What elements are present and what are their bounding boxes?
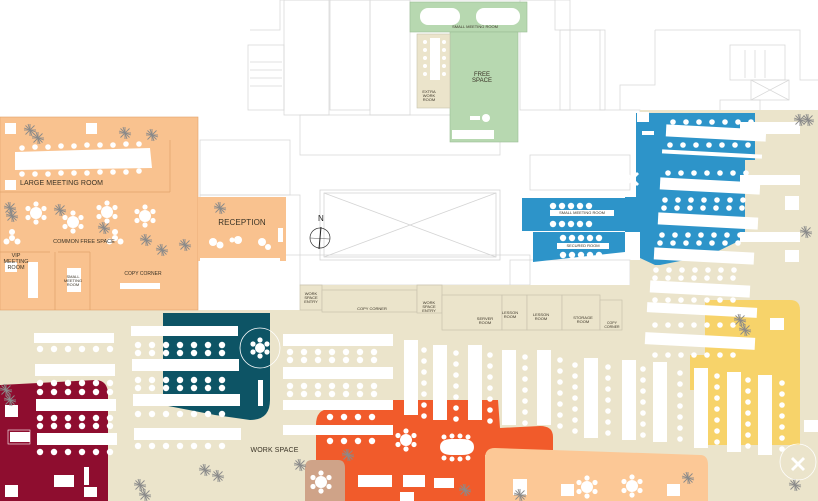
label-small-meeting-room-top: SMALL MEETING ROOM	[452, 24, 498, 29]
label-large-meeting-room: LARGE MEETING ROOM	[20, 180, 104, 187]
label-common-free-space: COMMON FREE SPACE	[53, 239, 115, 245]
label-work-space: WORK SPACE	[250, 447, 299, 454]
service-rooms	[299, 284, 623, 331]
label-work-space-entry-1: WORK SPACE ENTRY	[304, 291, 318, 305]
desk-rows-left	[34, 326, 393, 445]
large-meeting-table	[5, 123, 152, 190]
desk-columns-center	[404, 340, 772, 455]
north-compass: N	[306, 214, 338, 254]
label-lesson-room-1: LESSON ROOM	[501, 310, 519, 320]
chairs-right	[652, 119, 754, 358]
label-secured-room: SECURED ROOM	[557, 243, 609, 250]
label-small-meeting-room-left: SMALL MEETING ROOM	[63, 274, 83, 288]
label-server-room: SERVER ROOM	[476, 316, 494, 326]
atrium-void	[319, 189, 501, 261]
label-work-space-entry-2: WORK SPACE ENTRY	[422, 300, 436, 314]
label-reception: RECEPTION	[218, 218, 266, 227]
tan-zone	[305, 460, 345, 501]
compass-icon	[309, 226, 331, 250]
compass-north-label: N	[318, 214, 324, 223]
free-space-zone	[409, 1, 528, 143]
lounge-circle	[779, 443, 817, 481]
label-copy-corner-left: COPY CORNER	[124, 271, 162, 277]
label-extra-work-room: EXTRA WORK ROOM	[422, 89, 436, 103]
chairs-center	[421, 347, 785, 452]
label-copy-corner-mid: COPY CORNER	[357, 306, 387, 311]
label-free-space: FREE SPACE	[472, 72, 492, 85]
common-tables	[3, 200, 160, 298]
label-lesson-room-2: LESSON ROOM	[532, 312, 550, 322]
reception-furniture	[200, 228, 283, 262]
desk-rows-right	[644, 122, 818, 432]
label-vip-meeting-room: VIP MEETING ROOM	[3, 253, 29, 271]
label-storage-room: STORAGE ROOM	[573, 315, 593, 325]
label-copy-corner-right: COPY CORNER	[604, 321, 620, 329]
blue-room-furniture	[549, 112, 654, 259]
label-small-meeting-room-blue: SMALL MEETING ROOM	[550, 210, 614, 217]
